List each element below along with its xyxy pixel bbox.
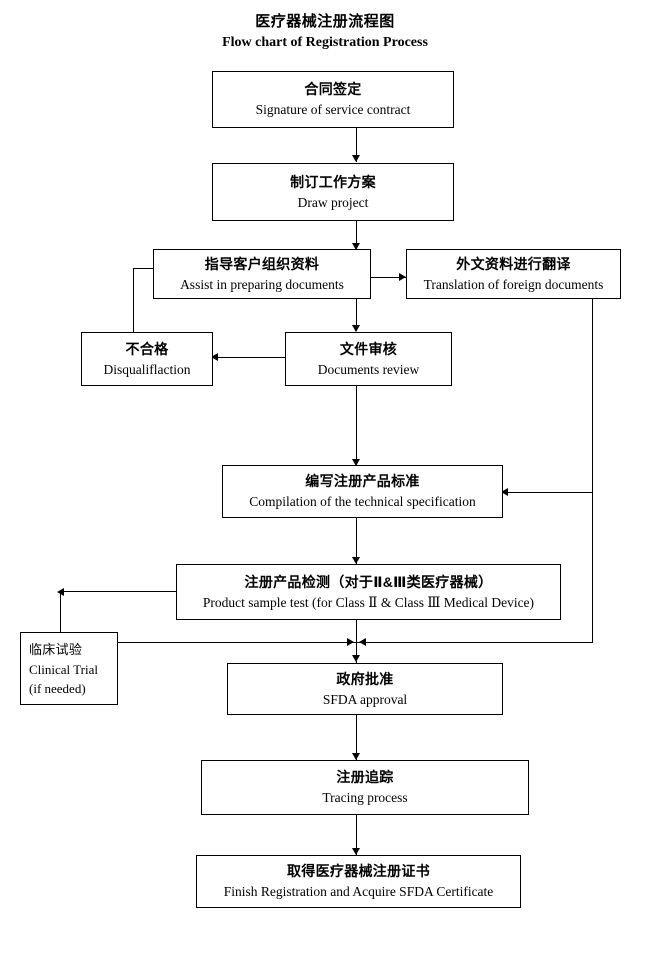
connector-draw-to-assist: [356, 221, 357, 251]
arrowhead-sfda: [352, 655, 360, 662]
connector-tracing-to-finish: [356, 815, 357, 855]
chart-title: 医疗器械注册流程图 Flow chart of Registration Pro…: [0, 12, 650, 52]
connector-rail-to-junction: [356, 642, 592, 643]
node-label-en-note: (if needed): [29, 680, 86, 696]
node-documents-review[interactable]: 文件审核 Documents review: [285, 332, 452, 386]
connector-assist-to-translation: [371, 277, 406, 278]
node-label-cn: 临床试验: [29, 641, 83, 657]
node-label-en: Draw project: [297, 194, 369, 210]
node-label-cn: 政府批准: [336, 670, 394, 687]
node-label-cn: 指导客户组织资料: [204, 255, 320, 272]
node-translation-of-foreign-documents[interactable]: 外文资料进行翻译 Translation of foreign document…: [406, 249, 621, 299]
connector-test-to-clinical-horizontal: [60, 591, 177, 592]
connector-junction-to-sfda: [356, 642, 357, 663]
connector-contract-to-draw: [356, 128, 357, 162]
arrowhead-sample-test: [352, 557, 360, 564]
node-assist-in-preparing-documents[interactable]: 指导客户组织资料 Assist in preparing documents: [153, 249, 371, 299]
connector-sfda-to-tracing: [356, 715, 357, 760]
node-product-sample-test[interactable]: 注册产品检测（对于Ⅱ&Ⅲ类医疗器械） Product sample test (…: [176, 564, 561, 620]
node-label-cn: 文件审核: [339, 340, 398, 357]
node-label-cn: 注册追踪: [336, 769, 394, 785]
node-label-en: Translation of foreign documents: [423, 276, 604, 292]
arrowhead-junction-from-right: [359, 638, 366, 646]
node-label-en: Disqualiflaction: [103, 361, 191, 377]
chart-title-cn: 医疗器械注册流程图: [255, 13, 395, 30]
node-label-cn: 不合格: [125, 340, 169, 357]
node-compilation-technical-specification[interactable]: 编写注册产品标准 Compilation of the technical sp…: [222, 465, 503, 518]
node-label-en: Tracing process: [322, 790, 408, 805]
node-clinical-trial[interactable]: 临床试验 Clinical Trial (if needed): [20, 632, 118, 705]
connector-compilation-to-test: [356, 518, 357, 564]
arrowhead-translation: [399, 273, 406, 281]
connector-translation-right-rail: [592, 299, 593, 643]
connector-assist-to-review: [356, 299, 357, 331]
connector-clinical-to-junction: [118, 642, 356, 643]
connector-review-to-disqualify: [213, 357, 285, 358]
node-label-en: Documents review: [317, 361, 420, 377]
connector-test-to-clinical-vertical: [60, 591, 61, 633]
node-label-en: Signature of service contract: [255, 102, 411, 117]
node-label-cn: 编写注册产品标准: [305, 473, 420, 489]
node-label-cn: 取得医疗器械注册证书: [287, 863, 430, 879]
node-signature-of-service-contract[interactable]: 合同签定 Signature of service contract: [212, 71, 454, 128]
connector-rail-to-compilation: [503, 492, 593, 493]
node-tracing-process[interactable]: 注册追踪 Tracing process: [201, 760, 529, 815]
connector-review-to-compilation: [356, 386, 357, 465]
node-disqualification[interactable]: 不合格 Disqualiflaction: [81, 332, 213, 386]
arrowhead-tracing: [352, 753, 360, 760]
connector-disqualify-loop-vertical: [133, 268, 134, 332]
node-label-cn: 合同签定: [304, 81, 362, 97]
node-sfda-approval[interactable]: 政府批准 SFDA approval: [227, 663, 503, 715]
node-label-cn: 外文资料进行翻译: [456, 255, 571, 272]
node-label-en: SFDA approval: [322, 691, 408, 707]
node-label-en: Clinical Trial: [29, 661, 98, 677]
arrowhead-doc-review: [352, 325, 360, 332]
arrowhead-draw-project: [352, 155, 360, 162]
node-label-cn: 制订工作方案: [290, 173, 376, 190]
node-label-en: Assist in preparing documents: [180, 276, 344, 292]
arrowhead-compilation-right: [501, 488, 508, 496]
node-label-en: Product sample test (for Class Ⅱ & Class…: [202, 594, 535, 610]
node-draw-project[interactable]: 制订工作方案 Draw project: [212, 163, 454, 221]
node-label-en: Compilation of the technical specificati…: [249, 494, 476, 509]
arrowhead-assist: [352, 243, 360, 250]
node-label-cn: 注册产品检测（对于Ⅱ&Ⅲ类医疗器械）: [244, 573, 493, 590]
arrowhead-disqualify: [211, 353, 218, 361]
arrowhead-finish: [352, 848, 360, 855]
arrowhead-compilation: [352, 459, 360, 466]
arrowhead-junction-from-left: [347, 638, 354, 646]
node-label-en: Finish Registration and Acquire SFDA Cer…: [223, 884, 494, 899]
node-finish-registration[interactable]: 取得医疗器械注册证书 Finish Registration and Acqui…: [196, 855, 521, 908]
chart-title-en: Flow chart of Registration Process: [222, 35, 428, 50]
connector-disqualify-loop-horizontal: [133, 268, 153, 269]
connector-test-to-junction: [356, 620, 357, 642]
arrowhead-clinical-branch: [57, 588, 64, 596]
